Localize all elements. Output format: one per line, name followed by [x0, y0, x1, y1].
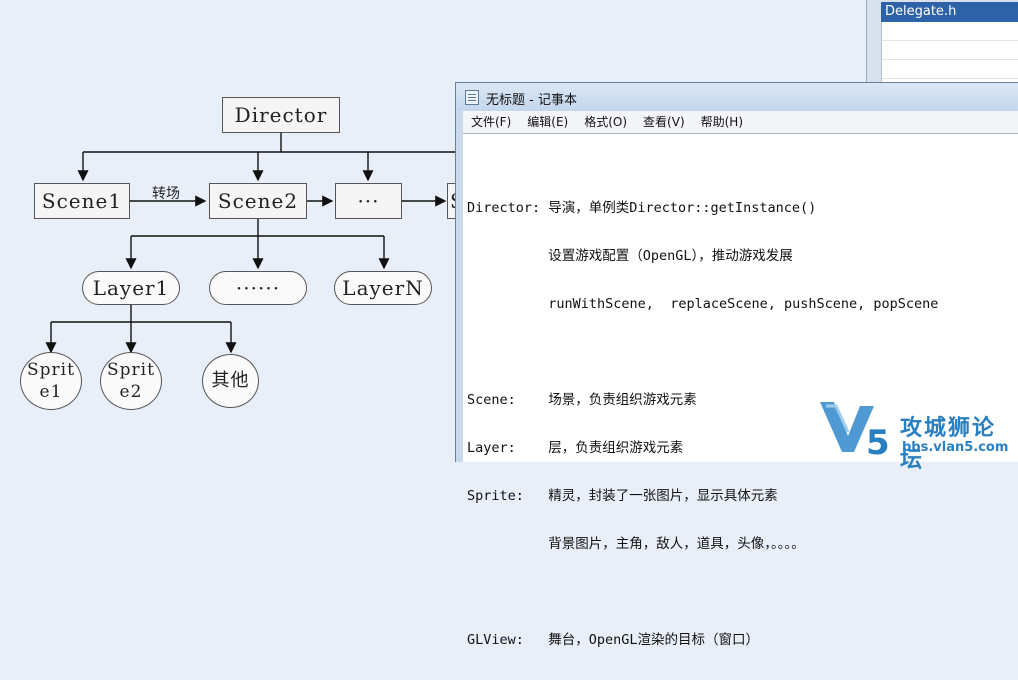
layerN-node: LayerN: [334, 271, 432, 305]
watermark-url: bbs.vlan5.com: [902, 440, 1009, 455]
window-title: 无标题 - 记事本: [486, 93, 577, 108]
layer-more-label: ······: [235, 276, 281, 300]
director-label: Director: [234, 103, 328, 127]
text-line: Director: 导演，单例类Director::getInstance(): [467, 200, 817, 216]
sprite1-node: Sprit e1: [20, 352, 82, 410]
sprite1-label-line2: e1: [39, 382, 63, 402]
text-line: [467, 584, 938, 600]
text-line: 背景图片，主角，敌人，道具，头像，。。。。: [467, 536, 805, 552]
sprite2-label-line2: e2: [119, 382, 143, 402]
diagram-edges: [45, 133, 470, 354]
text-line: 设置游戏配置（OpenGL），推动游戏发展: [467, 248, 793, 264]
v5-logo-icon: 5: [820, 402, 890, 458]
file-tab[interactable]: Delegate.h: [881, 2, 1018, 22]
scene-more-label: ···: [357, 189, 380, 213]
scene1-label: Scene1: [41, 189, 123, 213]
text-line: Layer: 层，负责组织游戏元素: [467, 440, 684, 456]
other-node: 其他: [202, 354, 259, 408]
title-bar[interactable]: 无标题 - 记事本: [456, 83, 1018, 111]
svg-text:5: 5: [866, 423, 890, 458]
transition-label: 转场: [152, 186, 180, 202]
notepad-window: 无标题 - 记事本 文件(F) 编辑(E) 格式(O) 查看(V) 帮助(H) …: [455, 82, 1018, 648]
menu-file[interactable]: 文件(F): [471, 115, 512, 129]
scene-graph-diagram: Director Scene1 转场 Scene2 ··· S Layer1 ·…: [20, 97, 477, 410]
text-line: GLView: 舞台，OpenGL渲染的目标（窗口）: [467, 632, 760, 648]
sprite1-label-line1: Sprit: [27, 360, 75, 380]
text-line: runWithScene, replaceScene, pushScene, p…: [467, 296, 939, 312]
menu-edit[interactable]: 编辑(E): [527, 115, 569, 129]
menu-view[interactable]: 查看(V): [643, 115, 685, 129]
text-line: Scene: 场景，负责组织游戏元素: [467, 392, 697, 408]
text-line: Sprite: 精灵，封装了一张图片，显示具体元素: [467, 488, 778, 504]
layer-more-node: ······: [209, 271, 307, 305]
scene2-label: Scene2: [217, 189, 299, 213]
notepad-icon: [465, 90, 479, 105]
watermark: 5 攻城狮论坛 bbs.vlan5.com: [816, 396, 1016, 473]
layer1-node: Layer1: [82, 271, 180, 305]
sprite2-node: Sprit e2: [100, 352, 162, 410]
text-editor-area[interactable]: Director: 导演，单例类Director::getInstance() …: [463, 133, 1018, 648]
menu-help[interactable]: 帮助(H): [700, 115, 744, 129]
scene1-node: Scene1: [34, 183, 130, 219]
director-node: Director: [222, 97, 340, 133]
layerN-label: LayerN: [342, 276, 424, 300]
text-line: [467, 344, 938, 360]
scene2-node: Scene2: [209, 183, 307, 219]
other-label: 其他: [211, 370, 250, 391]
layer1-label: Layer1: [92, 276, 170, 300]
scene-more-node: ···: [335, 183, 402, 219]
sprite2-label-line1: Sprit: [107, 360, 155, 380]
menu-bar: 文件(F) 编辑(E) 格式(O) 查看(V) 帮助(H): [463, 111, 1018, 133]
menu-format[interactable]: 格式(O): [584, 115, 628, 129]
